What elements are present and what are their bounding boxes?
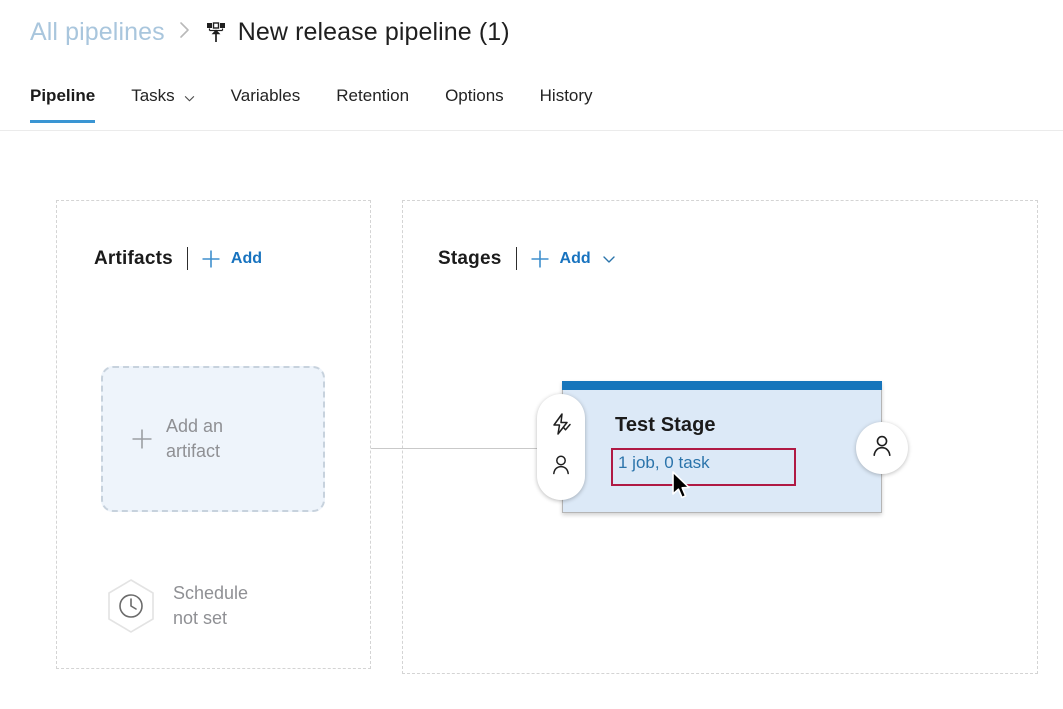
chevron-down-icon: [184, 89, 195, 101]
release-pipeline-icon: [203, 20, 229, 46]
divider: [186, 247, 188, 270]
tab-pipeline-label: Pipeline: [30, 86, 96, 105]
stages-panel-header: Stages Add: [438, 247, 616, 270]
tab-retention-label: Retention: [336, 86, 410, 105]
breadcrumb-all-pipelines-link[interactable]: All pipelines: [30, 17, 165, 46]
plus-icon: [529, 248, 551, 270]
person-icon: [549, 453, 573, 482]
add-an-artifact-label: Add an artifact: [166, 416, 224, 461]
tab-variables[interactable]: Variables: [231, 82, 301, 123]
artifacts-panel-header: Artifacts Add: [94, 247, 262, 270]
add-an-artifact-dropzone[interactable]: Add an artifact: [101, 366, 325, 512]
tab-pipeline[interactable]: Pipeline: [30, 82, 96, 123]
divider: [515, 247, 517, 270]
add-stage-button[interactable]: Add: [559, 249, 591, 267]
plus-icon: [200, 248, 222, 270]
pre-deployment-conditions-button[interactable]: [537, 394, 585, 500]
stages-panel: Stages Add: [402, 200, 1038, 674]
tab-options-label: Options: [445, 86, 504, 105]
tab-tasks-label: Tasks: [131, 86, 175, 105]
tab-history-label: History: [539, 86, 593, 105]
add-artifact-button[interactable]: Add: [230, 249, 262, 267]
page-title: New release pipeline (1): [237, 17, 510, 46]
tab-bar-divider: [0, 130, 1063, 131]
lightning-check-icon: [549, 412, 573, 441]
stage-name: Test Stage: [615, 414, 716, 436]
tab-options[interactable]: Options: [445, 82, 504, 123]
schedule-label: Schedule not set: [173, 583, 249, 628]
tab-retention[interactable]: Retention: [336, 82, 409, 123]
post-deployment-conditions-button[interactable]: [856, 422, 908, 474]
stage-jobs-highlight: 1 job, 0 task: [611, 448, 796, 486]
clock-icon: [105, 578, 157, 634]
schedule-trigger[interactable]: Schedule not set: [105, 578, 248, 634]
breadcrumb-separator: [179, 21, 190, 43]
artifacts-title: Artifacts: [94, 247, 173, 269]
breadcrumb: All pipelines New release pipeline (1): [30, 10, 510, 54]
stages-title: Stages: [438, 247, 502, 269]
stage-jobs-link[interactable]: 1 job, 0 task: [618, 453, 710, 472]
person-icon: [869, 433, 895, 464]
tab-bar: Pipeline Tasks Variables Retention Optio…: [0, 82, 1063, 132]
chevron-down-icon[interactable]: [602, 252, 616, 266]
artifacts-panel: Artifacts Add: [56, 200, 371, 669]
tab-tasks[interactable]: Tasks: [131, 82, 194, 123]
artifact-stage-connector: [371, 448, 561, 449]
stage-card-test-stage[interactable]: Test Stage 1 job, 0 task: [562, 381, 882, 513]
tab-variables-label: Variables: [230, 86, 301, 105]
tab-history[interactable]: History: [540, 82, 593, 123]
plus-icon: [130, 427, 154, 451]
stage-card-header-bar: [562, 381, 882, 390]
